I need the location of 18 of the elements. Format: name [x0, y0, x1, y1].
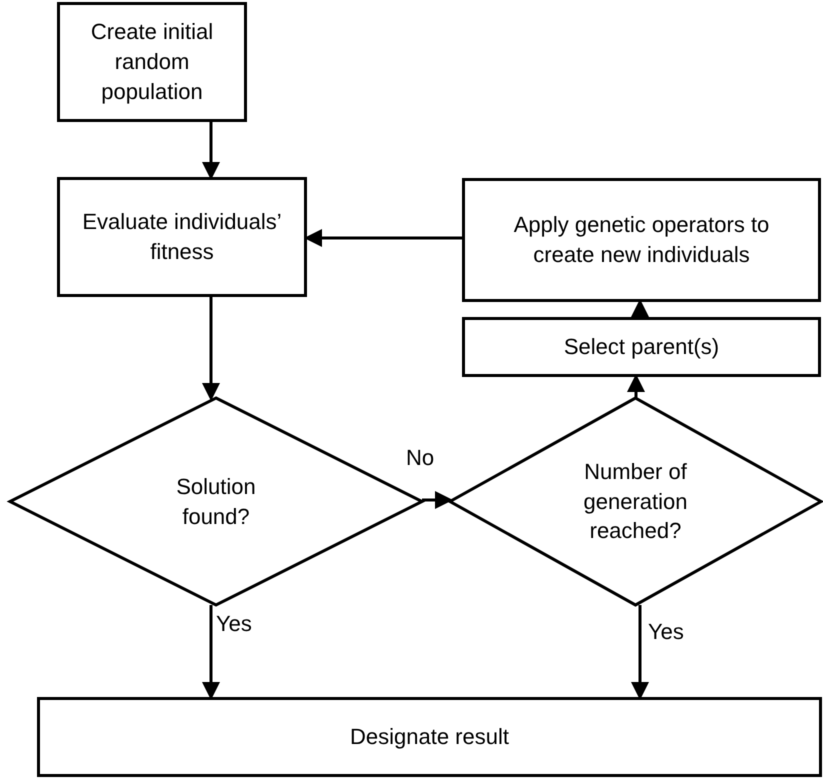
arrow — [422, 491, 453, 509]
decision-diamond — [450, 398, 821, 605]
process-box — [57, 177, 307, 297]
node-text: Apply genetic operators to create new individuals — [512, 211, 770, 269]
node-text: Solution found? — [175, 472, 257, 530]
node-text: Select parent(s) — [564, 333, 720, 362]
process-box — [57, 2, 247, 122]
arrow — [202, 122, 220, 180]
arrow — [631, 605, 649, 700]
arrow — [202, 605, 220, 700]
node-text: Create initial random population — [90, 18, 214, 106]
node-text: Designate result — [350, 723, 509, 752]
node-text: Number of generation reached? — [582, 458, 688, 546]
process-box — [462, 178, 821, 302]
process-box — [462, 317, 821, 377]
node-text: Evaluate individuals’ fitness — [82, 208, 282, 266]
arrow — [202, 297, 220, 401]
process-box — [37, 697, 822, 777]
